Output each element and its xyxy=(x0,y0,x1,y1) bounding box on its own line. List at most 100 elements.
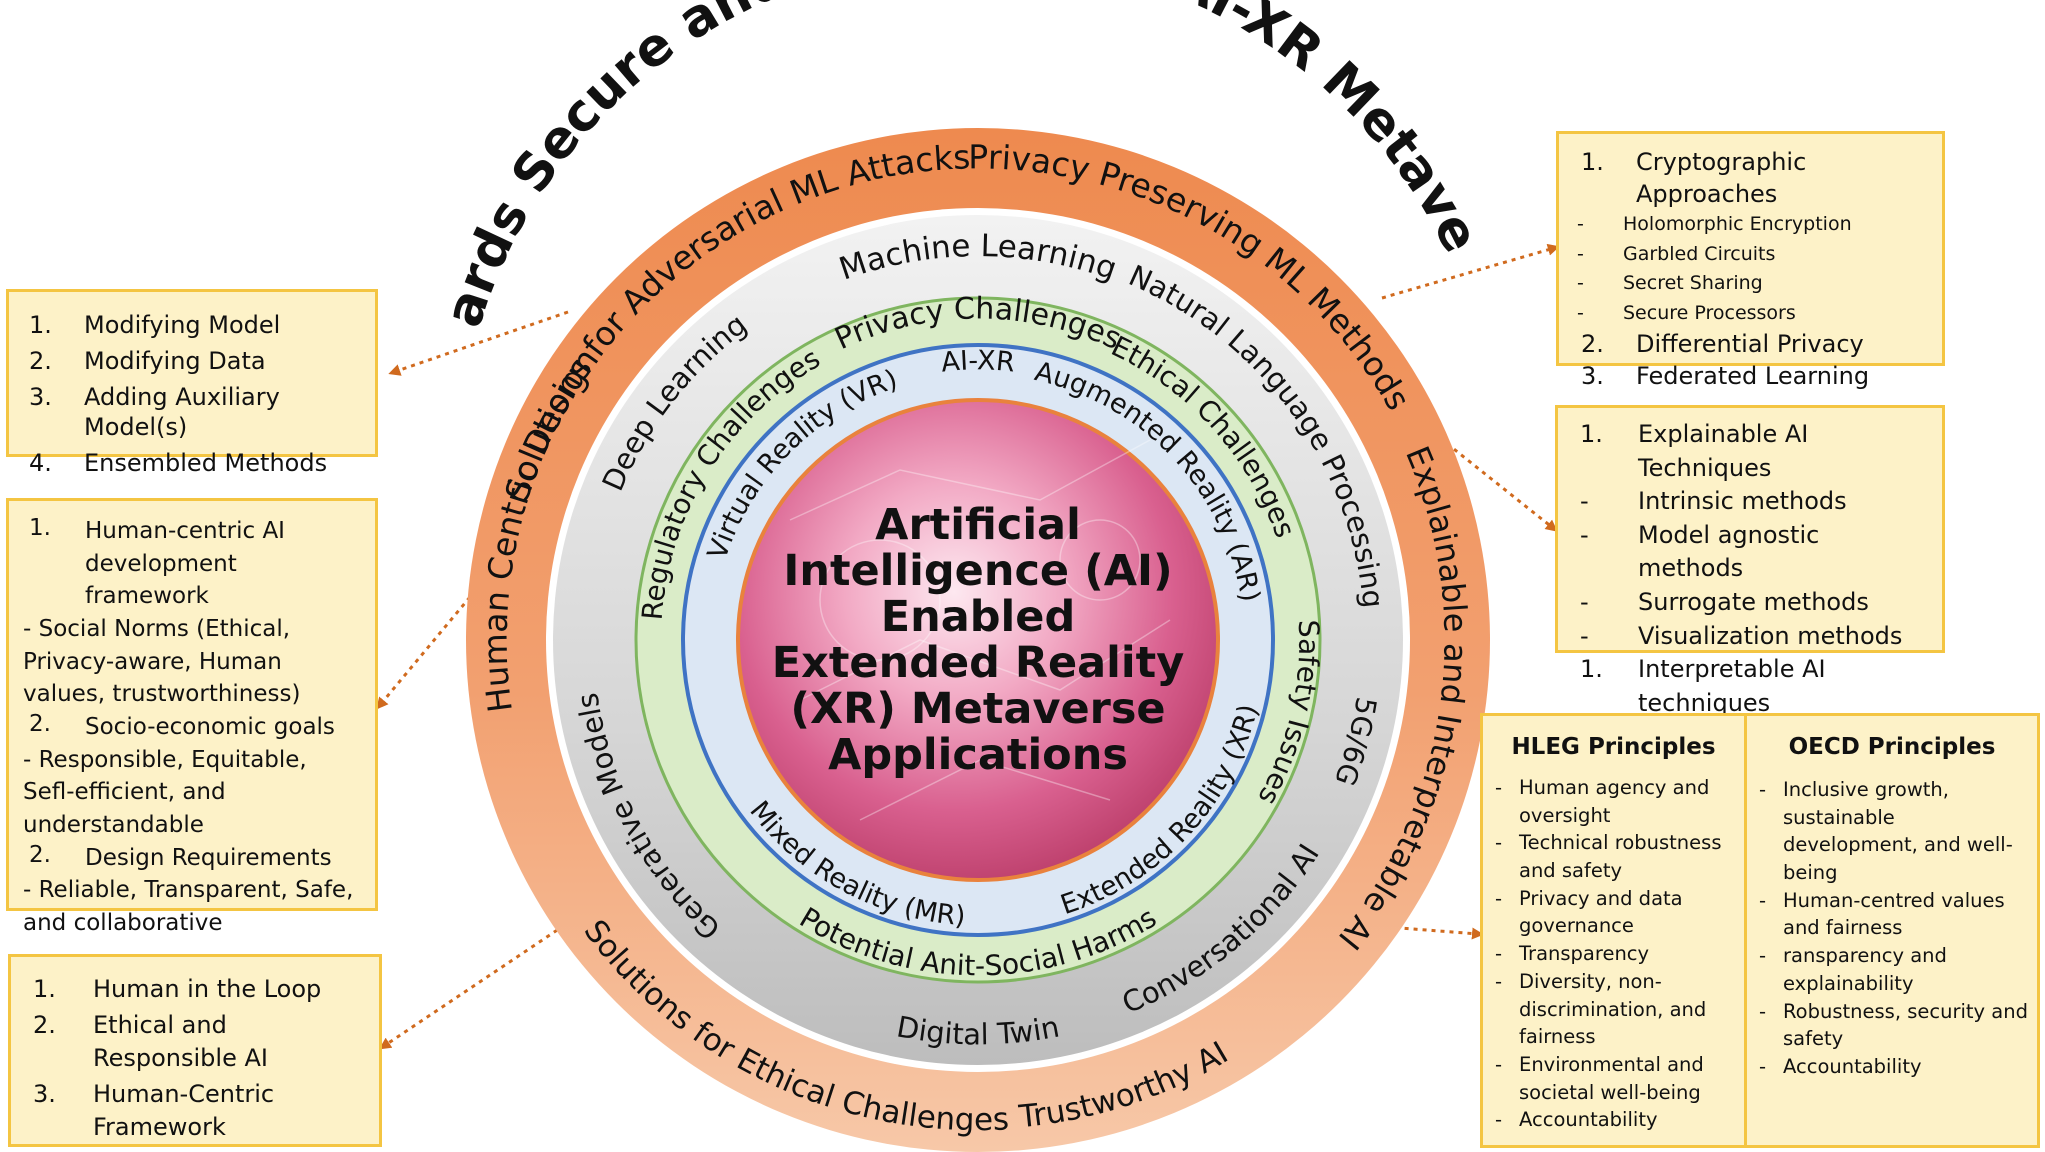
connector-human-centric xyxy=(376,596,472,710)
privacy-item-3-num: 3. xyxy=(1581,362,1604,391)
privacy-item-1-text: Cryptographic Approaches xyxy=(1636,148,1807,209)
principles-box: HLEG Principles -Human agency and oversi… xyxy=(1480,713,2040,1148)
privacy-item-3: 3. Federated Learning xyxy=(1577,360,1930,392)
explainable-item-num: - xyxy=(1580,621,1589,650)
hc-line-3: - Reliable, Transparent, Safe, and colla… xyxy=(23,877,354,936)
center-text-line: Intelligence (AI) xyxy=(783,546,1172,596)
oecd-item: -ransparency and explainability xyxy=(1755,942,2029,997)
hleg-item: -Accountability xyxy=(1491,1106,1736,1134)
hc-line-2: - Responsible, Equitable, Sefl-efficient… xyxy=(23,746,307,838)
human-centric-design-box: 1. Human-centric AI development framewor… xyxy=(6,498,378,936)
hleg-list: -Human agency and oversight-Technical ro… xyxy=(1491,774,1736,1134)
oecd-text: Accountability xyxy=(1783,1054,1922,1078)
hleg-item: -Privacy and data governance xyxy=(1491,885,1736,940)
hleg-text: Technical robustness and safety xyxy=(1519,831,1722,883)
oecd-item: -Human-centred values and fairness xyxy=(1755,887,2029,942)
adversarial-item-text: Adding Auxiliary Model(s) xyxy=(84,383,280,441)
explainable-item-num: 1. xyxy=(1580,655,1603,684)
hleg-dash: - xyxy=(1495,776,1503,799)
connector-adversarial xyxy=(388,310,569,376)
privacy-methods-box: 1. Cryptographic Approaches - Holomorphic… xyxy=(1556,131,1945,390)
privacy-item-2-num: 2. xyxy=(1581,330,1604,359)
privacy-sub-dash: - xyxy=(1577,242,1584,265)
oecd-list: -Inclusive growth, sustainable developme… xyxy=(1755,776,2029,1081)
oecd-dash: - xyxy=(1759,778,1767,801)
hleg-text: Environmental and societal well-being xyxy=(1519,1052,1704,1104)
hc-item-1-text: Human-centric AI development framework xyxy=(85,518,285,610)
privacy-sub-text: Holomorphic Encryption xyxy=(1623,213,1852,236)
privacy-item-2: 2. Differential Privacy xyxy=(1577,328,1930,360)
explainable-item-num: 1. xyxy=(1580,420,1603,448)
hc-item-1: 1. Human-centric AI development framewor… xyxy=(23,515,363,613)
hleg-item: -Technical robustness and safety xyxy=(1491,829,1736,884)
ethical-solutions-box: 1. Human in the Loop 2. Ethical and Respons… xyxy=(8,954,382,1147)
oecd-text: Inclusive growth, sustainable developmen… xyxy=(1783,778,2013,885)
oecd-title: OECD Principles xyxy=(1788,734,1996,760)
oecd-dash: - xyxy=(1759,999,1767,1023)
explainable-item-num: - xyxy=(1580,487,1589,516)
hleg-dash: - xyxy=(1495,886,1503,910)
hc-item-2: 2. Socio-economic goals xyxy=(23,711,363,744)
hc-item-1-num: 1. xyxy=(29,515,51,541)
privacy-sub-item: -Garbled Circuits xyxy=(1577,240,1930,269)
oecd-column: OECD Principles -Inclusive growth, susta… xyxy=(1747,716,2037,1145)
privacy-sub-dash: - xyxy=(1577,213,1584,236)
center-text-line: Enabled xyxy=(881,592,1075,642)
adversarial-item-text: Modifying Data xyxy=(84,347,266,375)
ethical-item-num: 2. xyxy=(33,1011,56,1040)
ethical-item-text: Ethical and Responsible AI xyxy=(93,1011,268,1072)
ethical-item-num: 1. xyxy=(33,975,56,1003)
privacy-sub-item: -Secret Sharing xyxy=(1577,269,1930,298)
center-text-line: Extended Reality xyxy=(772,638,1185,688)
adversarial-item: 1. Modifying Model xyxy=(23,310,361,340)
adversarial-item: 3.Adding Auxiliary Model(s) xyxy=(23,382,361,442)
hleg-text: Accountability xyxy=(1519,1108,1658,1132)
explainable-ai-box: 1.Explainable AI Techniques-Intrinsic me… xyxy=(1555,405,1945,717)
privacy-item-3-text: Federated Learning xyxy=(1636,362,1870,391)
privacy-sub-dash: - xyxy=(1577,301,1584,324)
explainable-item: - Intrinsic methods xyxy=(1574,485,1930,519)
ethical-solutions-list: 1. Human in the Loop 2. Ethical and Respons… xyxy=(25,973,367,1143)
connector-explainable xyxy=(1439,436,1558,532)
privacy-item-1-num: 1. xyxy=(1581,148,1604,176)
hc-line-1: - Social Norms (Ethical, Privacy-aware, … xyxy=(23,615,301,708)
ethical-item: 3.Human-Centric Framework xyxy=(25,1078,367,1143)
connector-trustworthy xyxy=(1269,916,1484,940)
hleg-text: Transparency xyxy=(1519,942,1650,966)
hleg-text: Privacy and data governance xyxy=(1519,886,1683,938)
oecd-dash: - xyxy=(1759,888,1767,912)
hleg-title: HLEG Principles xyxy=(1511,734,1716,760)
adversarial-item-text: Modifying Model xyxy=(84,311,281,339)
explainable-item-text: Intrinsic methods xyxy=(1638,487,1847,516)
hleg-dash: - xyxy=(1495,969,1503,993)
connector-privacy xyxy=(1381,243,1560,300)
hc-item-3: 2. Design Requirements xyxy=(23,842,363,875)
explainable-ai-list: 1.Explainable AI Techniques-Intrinsic me… xyxy=(1574,418,1930,720)
adversarial-item: 2.Modifying Data xyxy=(23,346,361,376)
explainable-item: 1.Interpretable AI techniques xyxy=(1574,653,1930,720)
hc-item-2-num: 2. xyxy=(29,710,51,737)
privacy-sub-dash: - xyxy=(1577,272,1584,295)
hleg-column: HLEG Principles -Human agency and oversi… xyxy=(1483,716,1747,1145)
oecd-dash: - xyxy=(1759,1054,1767,1078)
hleg-item: -Human agency and oversight xyxy=(1491,774,1736,829)
center-decor xyxy=(789,439,1171,821)
explainable-item-text: Visualization methods xyxy=(1638,621,1903,650)
hc-item-3-text: Design Requirements xyxy=(85,844,332,871)
explainable-item: -Model agnostic methods xyxy=(1574,519,1930,586)
explainable-item-text: Surrogate methods xyxy=(1638,587,1869,616)
center-disc xyxy=(736,398,1220,882)
hc-item-2-text: Socio-economic goals xyxy=(85,713,335,740)
oecd-text: ransparency and explainability xyxy=(1783,944,1947,995)
ethical-item-num: 3. xyxy=(33,1080,56,1109)
adversarial-item-num: 1. xyxy=(29,311,52,339)
privacy-sub-item: - Holomorphic Encryption xyxy=(1577,210,1930,239)
privacy-sub-list: - Holomorphic Encryption -Garbled Circuits… xyxy=(1577,210,1930,328)
ethical-item-text: Human in the Loop xyxy=(93,975,322,1003)
privacy-item-1: 1. Cryptographic Approaches xyxy=(1577,146,1930,210)
explainable-item: -Surrogate methods xyxy=(1574,586,1930,620)
hleg-text: Human agency and oversight xyxy=(1519,776,1710,827)
adversarial-item-text: Ensembled Methods xyxy=(84,449,328,477)
ethical-item: 1. Human in the Loop xyxy=(25,973,367,1005)
